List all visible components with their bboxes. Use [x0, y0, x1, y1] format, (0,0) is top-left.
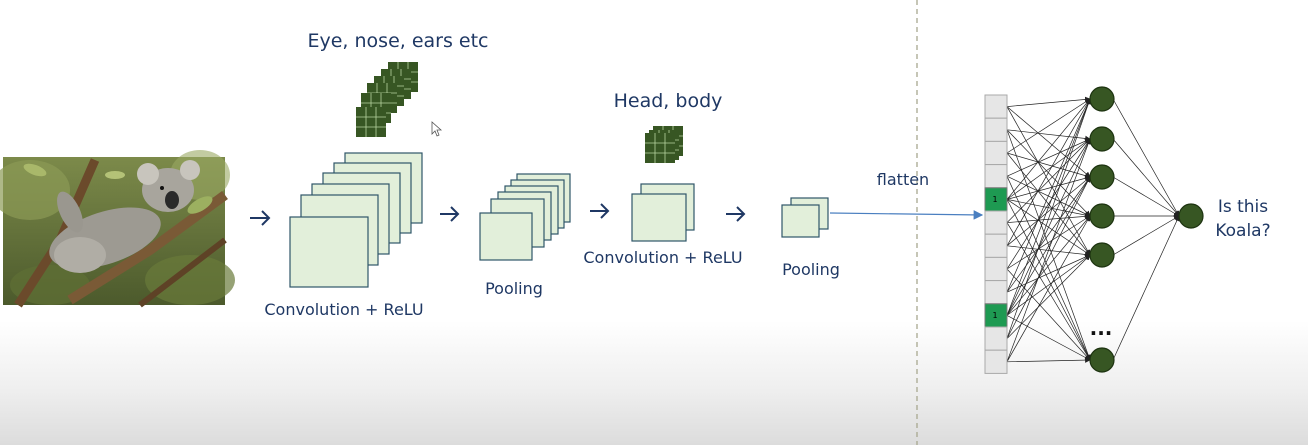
edge — [1112, 98, 1180, 217]
edge — [1006, 176, 1091, 247]
pool2-feature-maps — [781, 197, 829, 238]
edge — [1006, 315, 1091, 361]
features-level2-label: Head, body — [614, 90, 723, 112]
question-line1: Is this — [1218, 197, 1268, 217]
network-edges — [1006, 96, 1180, 363]
edge — [1006, 98, 1091, 246]
vector-cell — [984, 233, 1008, 258]
edge — [1006, 98, 1091, 316]
edge — [1006, 152, 1091, 179]
hidden-node — [1089, 203, 1115, 229]
vector-cell — [984, 164, 1008, 189]
vector-cell — [984, 117, 1008, 142]
conv1-feature-maps — [289, 152, 423, 288]
vector-cell — [984, 94, 1008, 119]
edge — [1112, 215, 1180, 361]
active-cell-label-2: 1 — [992, 311, 997, 320]
vector-cell — [984, 280, 1008, 305]
conv2-feature-maps — [631, 183, 695, 242]
edge — [1006, 129, 1091, 142]
filter-stack-head-body — [645, 126, 683, 163]
pool1-label: Pooling — [485, 279, 543, 298]
edge — [1006, 176, 1091, 339]
edge — [1006, 222, 1091, 361]
edge — [1006, 138, 1091, 200]
edge — [1006, 138, 1091, 362]
hidden-node — [1089, 126, 1115, 152]
vector-cell — [984, 256, 1008, 282]
edge — [1006, 215, 1091, 362]
edge — [1006, 106, 1091, 178]
hidden-node — [1089, 86, 1115, 112]
edge — [1006, 129, 1091, 361]
active-cell-label-1: 1 — [992, 195, 997, 204]
edge — [1006, 357, 1091, 363]
pool1-feature-maps — [479, 173, 571, 261]
edge — [1006, 138, 1091, 316]
edge — [1112, 176, 1180, 217]
stage-arrows — [250, 203, 746, 226]
edge — [1006, 176, 1091, 293]
edge — [1112, 215, 1180, 256]
edge — [1006, 98, 1091, 200]
hidden-node — [1089, 347, 1115, 373]
edge — [1006, 254, 1091, 316]
edge — [1006, 138, 1091, 223]
flatten-label: flatten — [877, 170, 929, 189]
vector-cell — [984, 140, 1008, 166]
flatten-arrow — [829, 210, 984, 220]
edge — [1006, 98, 1092, 339]
edge — [1112, 138, 1180, 217]
features-level1-label: Eye, nose, ears etc — [307, 30, 488, 52]
output-node — [1178, 203, 1204, 229]
question-line2: Koala? — [1215, 221, 1270, 241]
edge — [1006, 96, 1091, 107]
pool2-label: Pooling — [782, 260, 840, 279]
edge — [1006, 199, 1091, 361]
edge — [1006, 176, 1091, 316]
edge — [1006, 138, 1091, 177]
conv1-label: Convolution + ReLU — [264, 300, 423, 319]
hidden-node — [1089, 164, 1115, 190]
conv2-label: Convolution + ReLU — [583, 248, 742, 267]
edge — [1006, 138, 1091, 270]
edge — [1006, 98, 1091, 154]
edge — [1006, 215, 1091, 316]
vector-cell — [984, 326, 1008, 351]
vector-cell — [984, 349, 1008, 374]
koala-photo — [0, 150, 235, 308]
filter-stack-eye-nose-ears — [356, 62, 418, 137]
ellipsis-label: ... — [1090, 316, 1113, 340]
network-nodes — [1089, 86, 1204, 373]
edge — [1006, 254, 1091, 293]
vector-cell — [984, 210, 1008, 235]
hidden-node — [1089, 242, 1115, 268]
edge — [1006, 268, 1091, 361]
flattened-vector — [984, 94, 1008, 374]
edge — [1006, 175, 1091, 200]
mouse-pointer-icon — [431, 121, 443, 137]
edge — [1006, 176, 1091, 361]
edge — [1006, 98, 1091, 293]
